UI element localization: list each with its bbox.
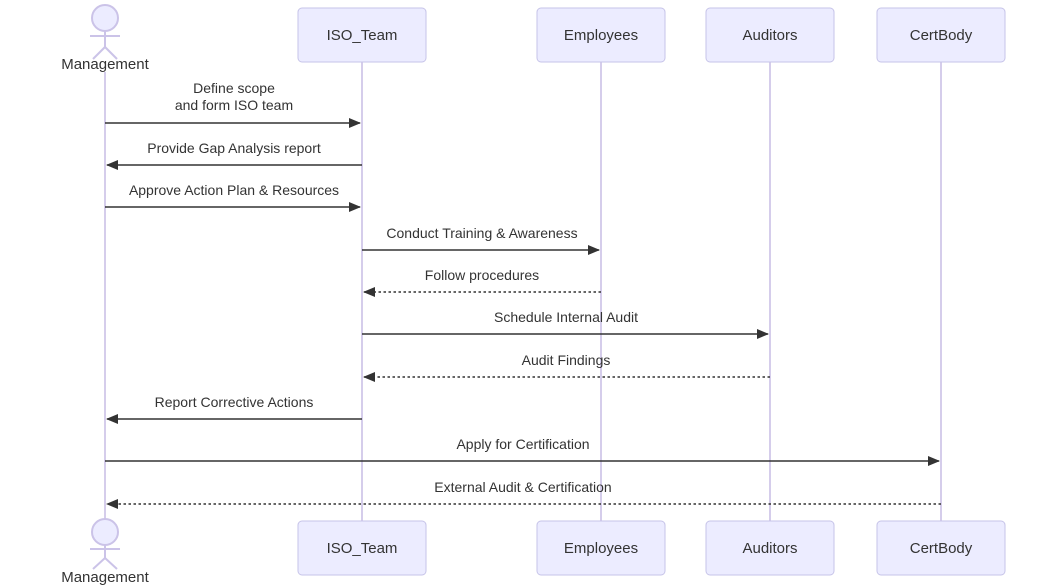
message-external-audit: External Audit & Certification bbox=[106, 479, 941, 509]
actor-head-icon bbox=[91, 518, 119, 546]
message-conduct-training: Conduct Training & Awareness bbox=[362, 225, 600, 255]
message-approve-plan: Approve Action Plan & Resources bbox=[105, 182, 361, 212]
participant-box bbox=[297, 520, 427, 576]
participant-box bbox=[705, 7, 835, 63]
message-label: Report Corrective Actions bbox=[155, 394, 314, 410]
message-gap-analysis: Provide Gap Analysis report bbox=[106, 140, 362, 170]
participant-certbody-bottom-label: CertBody bbox=[910, 540, 973, 557]
participant-iso-team-top-label: ISO_Team bbox=[327, 27, 398, 44]
message-label: Approve Action Plan & Resources bbox=[129, 182, 339, 198]
message-label: Conduct Training & Awareness bbox=[386, 225, 577, 241]
actor-management-top-label: Management bbox=[61, 56, 149, 73]
participant-certbody-top: CertBody bbox=[876, 7, 1006, 63]
participant-box bbox=[536, 520, 666, 576]
participant-certbody-bottom: CertBody bbox=[876, 520, 1006, 576]
message-label: Audit Findings bbox=[522, 352, 611, 368]
participant-auditors-top: Auditors bbox=[705, 7, 835, 63]
message-define-scope: Define scope and form ISO team bbox=[105, 80, 361, 128]
actor-management-bottom: Management bbox=[61, 518, 150, 586]
message-audit-findings: Audit Findings bbox=[363, 352, 770, 382]
message-corrective-actions: Report Corrective Actions bbox=[106, 394, 362, 424]
actor-head-icon bbox=[91, 4, 119, 32]
participant-box bbox=[876, 520, 1006, 576]
message-label: Follow procedures bbox=[425, 267, 539, 283]
message-label: Provide Gap Analysis report bbox=[147, 140, 321, 156]
message-label: Schedule Internal Audit bbox=[494, 309, 638, 325]
message-apply-certification: Apply for Certification bbox=[105, 436, 940, 466]
participant-auditors-top-label: Auditors bbox=[742, 27, 797, 44]
participant-iso-team-bottom-label: ISO_Team bbox=[327, 540, 398, 557]
actor-leg-right-icon bbox=[104, 557, 118, 570]
participant-employees-top-label: Employees bbox=[564, 27, 638, 44]
participant-box bbox=[876, 7, 1006, 63]
actor-management-top: Management bbox=[61, 4, 150, 73]
participant-employees-bottom: Employees bbox=[536, 520, 666, 576]
participant-employees-top: Employees bbox=[536, 7, 666, 63]
participant-box bbox=[705, 520, 835, 576]
actor-leg-left-icon bbox=[92, 557, 106, 570]
message-follow-procedures: Follow procedures bbox=[363, 267, 601, 297]
message-label: Apply for Certification bbox=[456, 436, 589, 452]
participant-iso-team-top: ISO_Team bbox=[297, 7, 427, 63]
message-schedule-audit: Schedule Internal Audit bbox=[362, 309, 769, 339]
participant-employees-bottom-label: Employees bbox=[564, 540, 638, 557]
participant-auditors-bottom: Auditors bbox=[705, 520, 835, 576]
message-label-line1: Define scope bbox=[193, 80, 275, 96]
actor-leg-left-icon bbox=[92, 46, 106, 60]
actor-leg-right-icon bbox=[104, 46, 118, 60]
participant-box bbox=[536, 7, 666, 63]
message-label-line2: and form ISO team bbox=[175, 97, 293, 113]
participant-auditors-bottom-label: Auditors bbox=[742, 540, 797, 557]
participant-certbody-top-label: CertBody bbox=[910, 27, 973, 44]
participant-box bbox=[297, 7, 427, 63]
message-label: External Audit & Certification bbox=[434, 479, 611, 495]
actor-management-bottom-label: Management bbox=[61, 569, 149, 586]
participant-iso-team-bottom: ISO_Team bbox=[297, 520, 427, 576]
